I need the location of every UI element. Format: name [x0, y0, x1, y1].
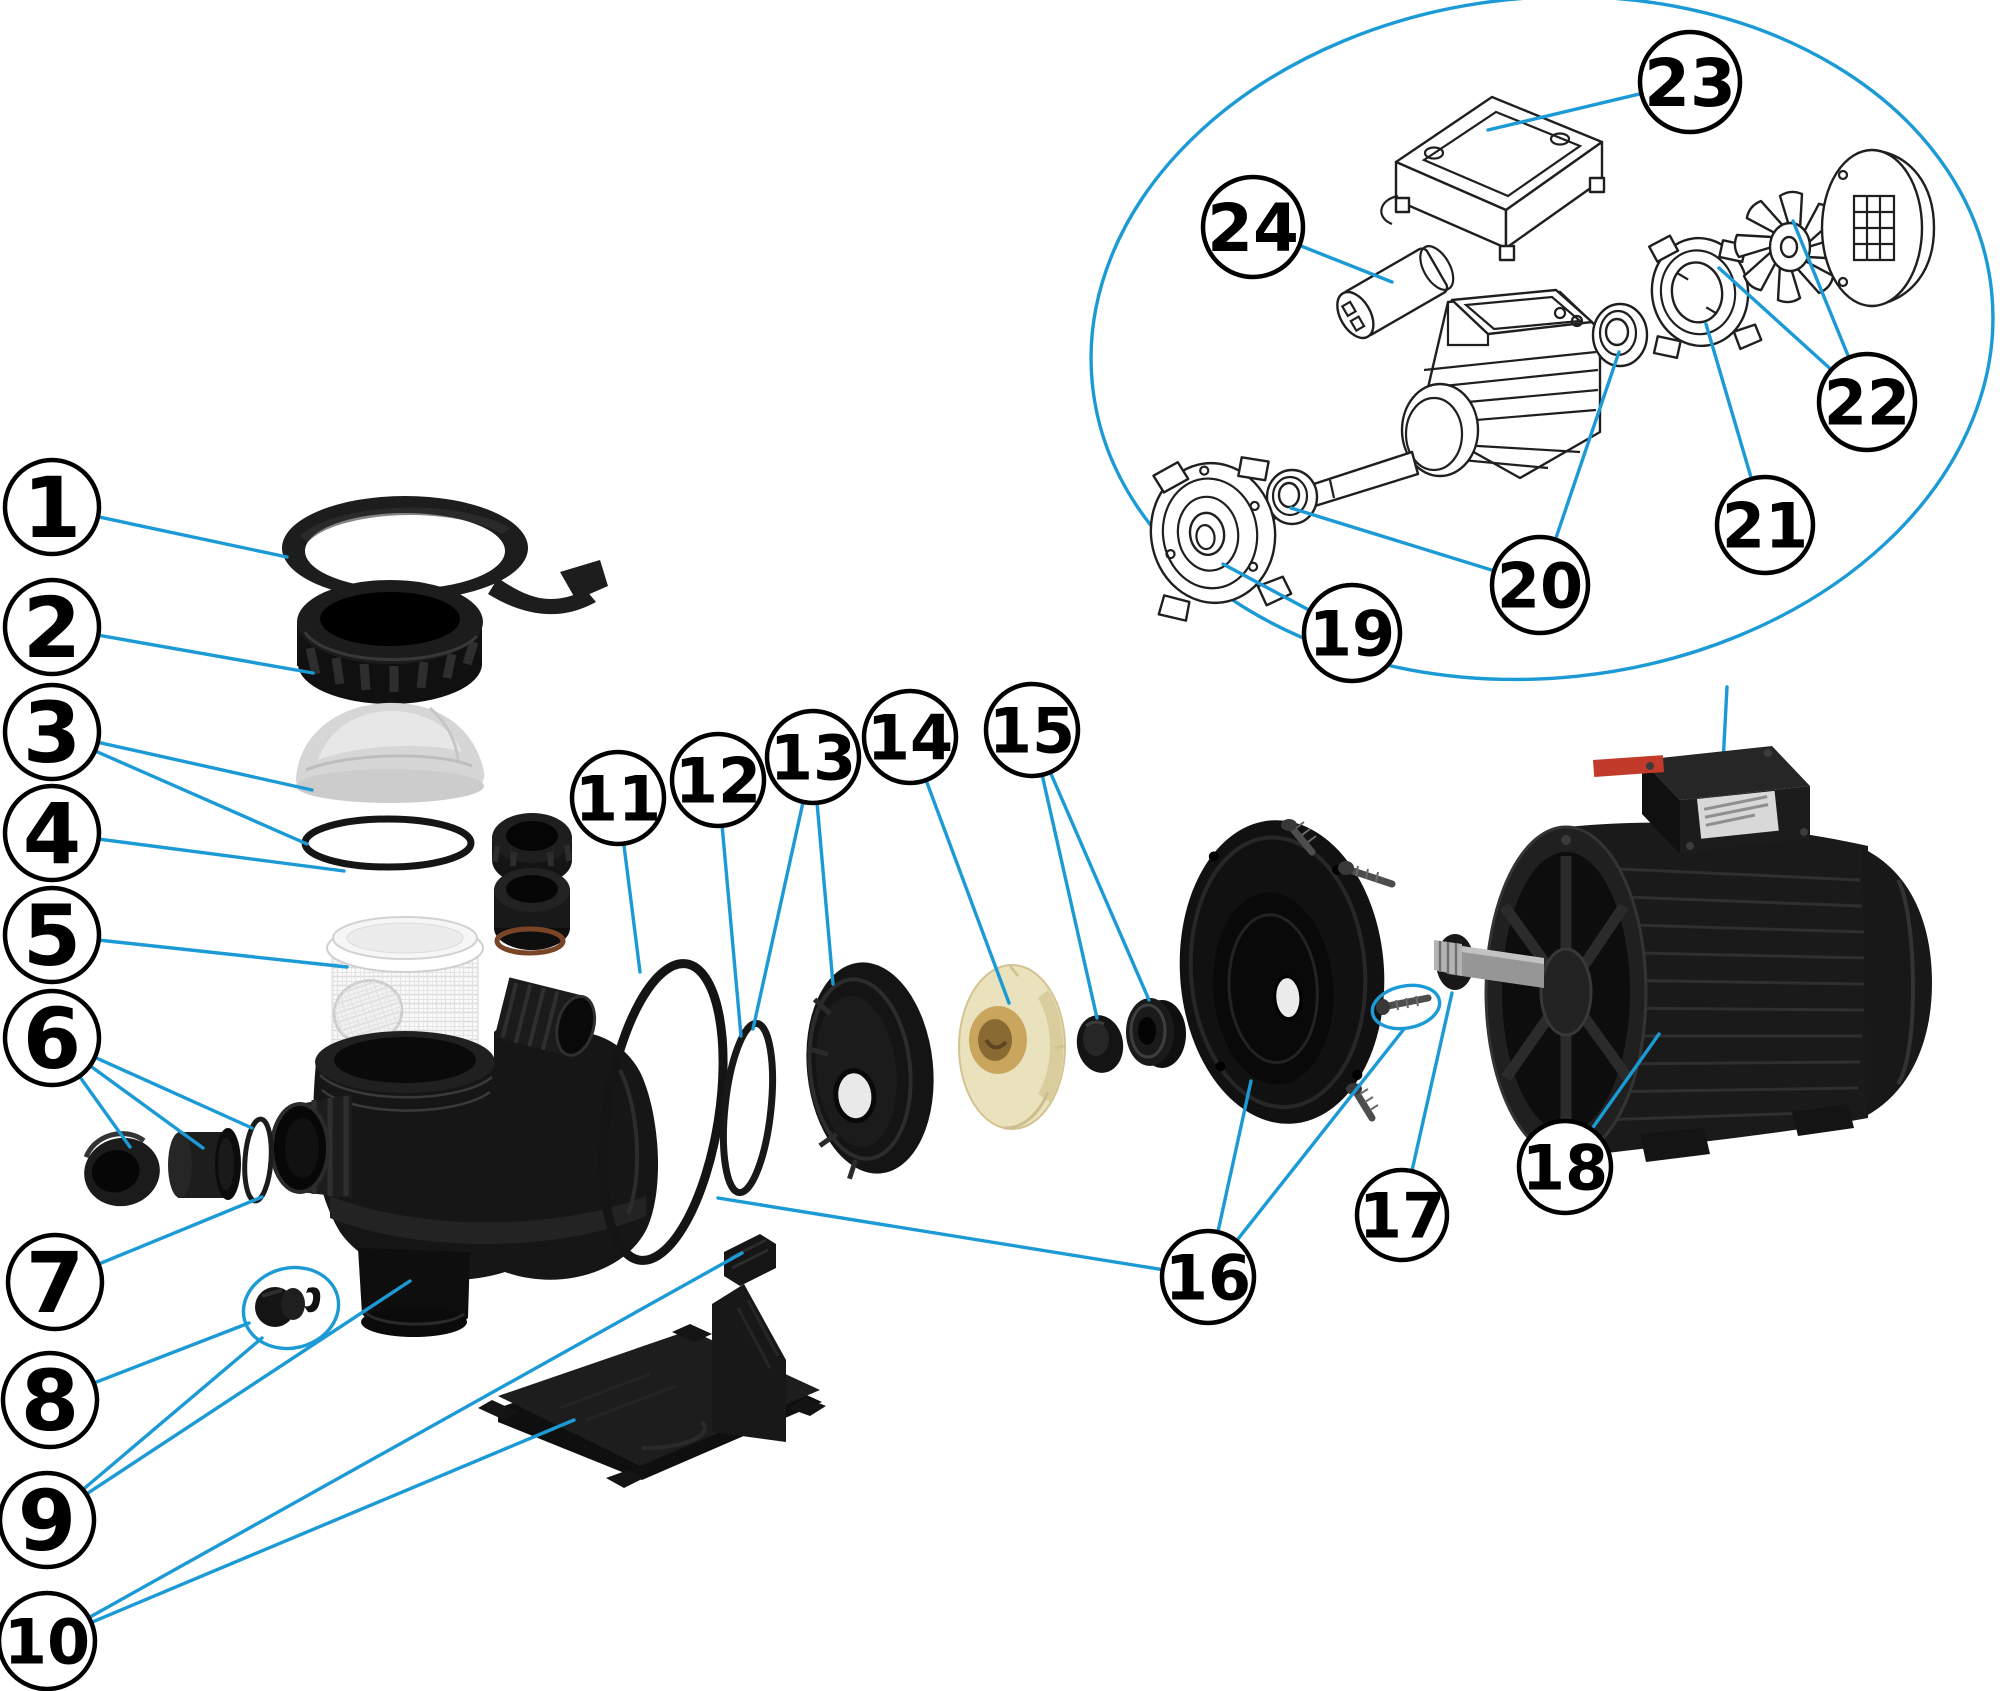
screw-1: [1281, 819, 1317, 856]
part-union-tail: [168, 1128, 241, 1200]
svg-text:11: 11: [575, 762, 661, 835]
callout-21: 21: [1714, 474, 1816, 576]
part-union-oring-top: [494, 926, 566, 956]
svg-text:1: 1: [23, 459, 81, 557]
part-port-oring: [242, 1116, 274, 1204]
svg-text:18: 18: [1522, 1131, 1608, 1204]
callout-9: 9: [0, 1470, 97, 1570]
svg-text:21: 21: [1722, 489, 1808, 562]
part-seal-plate: [1179, 820, 1385, 1124]
part-impeller: [958, 964, 1066, 1130]
part-drain-plug: [255, 1287, 305, 1327]
leader-10b: [45, 1251, 744, 1643]
callout-20: 20: [1489, 534, 1591, 636]
screw-detail-ellipse: [1370, 983, 1442, 1031]
callout-19: 19: [1301, 582, 1403, 684]
drain-plug-detail-ellipse: [241, 1265, 341, 1351]
callout-18: 18: [1516, 1118, 1614, 1216]
part-seal-rotary: [1126, 998, 1186, 1068]
part-lid-oring: [301, 815, 475, 871]
svg-text:17: 17: [1359, 1179, 1445, 1252]
callout-3: 3: [2, 682, 102, 782]
svg-text:20: 20: [1497, 549, 1583, 622]
svg-text:12: 12: [675, 744, 761, 817]
leader-5: [50, 933, 349, 969]
svg-text:24: 24: [1207, 190, 1299, 267]
callout-15: 15: [983, 681, 1081, 779]
svg-text:2: 2: [23, 579, 81, 677]
part-front-flange: [1149, 456, 1293, 622]
callout-16: 16: [1159, 1228, 1257, 1326]
part-union-nut: [83, 1131, 160, 1207]
leader-15a: [1030, 728, 1099, 1020]
part-diffuser: [806, 962, 934, 1180]
part-clamp-ring: [282, 495, 608, 615]
part-diffuser-oring: [719, 1019, 777, 1197]
callout-24: 24: [1200, 174, 1306, 280]
callout-17: 17: [1354, 1167, 1450, 1263]
part-fan-cover: [1820, 148, 1936, 308]
callout-6: 6: [2, 988, 102, 1088]
svg-text:10: 10: [4, 1605, 90, 1678]
svg-text:9: 9: [18, 1472, 76, 1570]
screw-in-ellipse: [1376, 994, 1432, 1015]
leader-16a: [716, 1196, 1210, 1279]
leader-16c: [1206, 1027, 1406, 1279]
svg-text:19: 19: [1309, 597, 1395, 670]
callout-1: 1: [2, 457, 102, 557]
screw-3: [1346, 1083, 1379, 1122]
callout-11: 11: [569, 749, 667, 847]
leader-15b: [1030, 728, 1151, 1002]
svg-text:15: 15: [989, 694, 1075, 767]
part-union-tail-top: [494, 868, 570, 950]
callout-12: 12: [669, 731, 767, 829]
part-base-plate: [478, 1284, 826, 1488]
svg-text:5: 5: [23, 887, 81, 985]
callout-7: 7: [5, 1232, 105, 1332]
callout-8: 8: [0, 1350, 100, 1450]
leader-9b: [45, 1279, 412, 1522]
part-seal-seat: [1076, 1015, 1124, 1073]
part-rear-flange: [1647, 234, 1763, 360]
part-capacitor: [1336, 245, 1455, 340]
callout-22: 22: [1816, 351, 1918, 453]
callout-5: 5: [2, 885, 102, 985]
part-motor: [1434, 746, 1932, 1162]
svg-text:3: 3: [23, 684, 81, 782]
callout-14: 14: [861, 688, 959, 786]
callout-4: 4: [2, 783, 102, 883]
svg-text:23: 23: [1644, 45, 1736, 122]
screw-2: [1338, 861, 1396, 888]
callout-23: 23: [1637, 29, 1743, 135]
part-drain-clip: [304, 1287, 321, 1313]
svg-text:8: 8: [21, 1352, 79, 1450]
part-terminal-box-cover: [1380, 95, 1606, 262]
svg-text:14: 14: [867, 701, 953, 774]
part-lock-ring: [297, 580, 483, 704]
callout-10: 10: [0, 1590, 98, 1691]
part-volute-oring: [598, 959, 728, 1265]
callout-2: 2: [2, 577, 102, 677]
part-pump-housing: [270, 977, 659, 1337]
svg-text:6: 6: [23, 990, 81, 1088]
part-front-bearing: [1265, 468, 1319, 526]
svg-text:4: 4: [23, 785, 81, 883]
part-clear-lid: [295, 702, 485, 803]
part-rear-bearing: [1591, 302, 1649, 368]
callout-13: 13: [764, 708, 862, 806]
leader-10a: [45, 1418, 576, 1643]
svg-text:13: 13: [770, 721, 856, 794]
svg-text:16: 16: [1165, 1241, 1251, 1314]
svg-text:7: 7: [26, 1234, 84, 1332]
svg-text:22: 22: [1824, 366, 1910, 439]
